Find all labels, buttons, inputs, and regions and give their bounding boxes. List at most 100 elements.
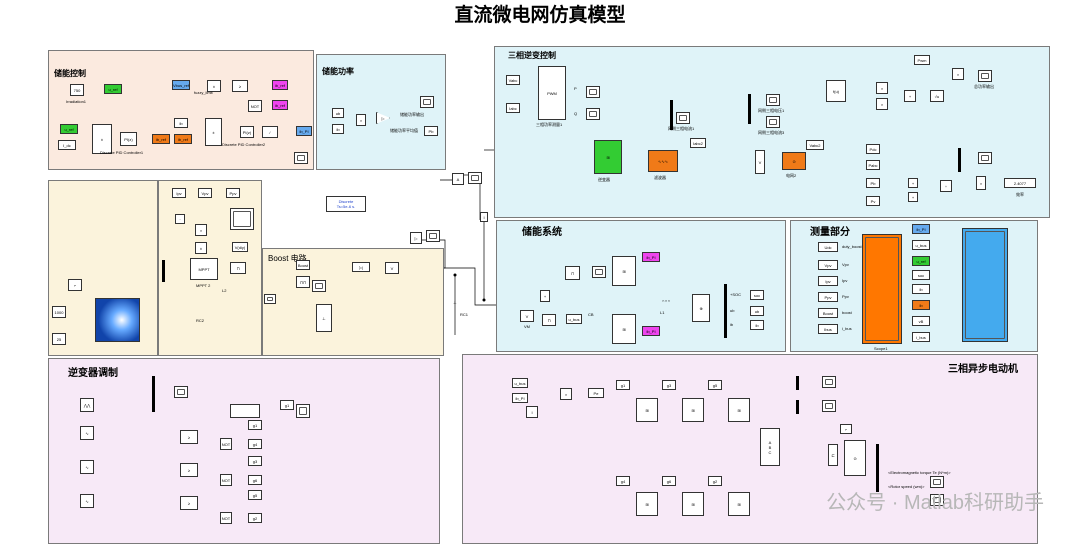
carrier-wave[interactable]: ⋀⋀ (80, 398, 94, 412)
product-pv[interactable]: × (195, 224, 207, 236)
goto-ib-pi-storage-2[interactable]: ib_PI (642, 326, 660, 336)
powergui-discrete[interactable]: Discrete Ts=5e-6 s. (326, 196, 366, 212)
sum-pw-2[interactable]: + (908, 192, 918, 202)
meas-from-soc[interactable]: soc (912, 270, 930, 280)
sum-inv[interactable]: + (904, 90, 916, 102)
scope-motor-4[interactable] (930, 494, 944, 506)
igbt-3[interactable]: ⊞ (682, 398, 704, 422)
from-vabc[interactable]: Vabc (506, 75, 520, 85)
not-block[interactable]: NOT (248, 100, 262, 112)
goto-ib-pi-storage[interactable]: ib_PI (642, 252, 660, 262)
scope-storage-power[interactable] (420, 96, 434, 108)
relational-a[interactable]: ≥ (180, 430, 198, 444)
igbt-5[interactable]: ⊞ (728, 398, 750, 422)
goto-ub[interactable]: ub (750, 306, 764, 316)
pv-array[interactable] (95, 298, 140, 342)
from-ub[interactable]: ub (332, 108, 344, 118)
motor-from-g5[interactable]: g5 (708, 380, 722, 390)
goto-vabc2[interactable]: Vabc2 (806, 140, 824, 150)
scope-boost[interactable] (312, 280, 326, 292)
measurement-scope-blue[interactable] (962, 228, 1008, 342)
igbt-2[interactable]: ⊞ (728, 492, 750, 516)
meas-from-ppv[interactable]: Ppv (818, 292, 838, 302)
meas-from-boost[interactable]: Boost (818, 308, 838, 318)
scope-q[interactable] (586, 108, 600, 120)
not-c[interactable]: NOT (220, 512, 232, 524)
meas-from-ib-ref[interactable]: ib (912, 300, 930, 310)
mppt-block[interactable]: MPPT (190, 258, 218, 280)
product-inv-3[interactable]: × (952, 68, 964, 80)
sine-c[interactable]: ∿ (80, 494, 94, 508)
gain-dc[interactable]: ▷ (410, 232, 422, 244)
motor-from-ib[interactable]: ib_PI (512, 393, 528, 403)
current-meas-1[interactable]: A (452, 173, 464, 185)
motor-from-g2[interactable]: g2 (708, 476, 722, 486)
compare-block[interactable]: ≥ (232, 80, 248, 92)
relay-block[interactable]: ⊓ (230, 262, 246, 274)
goto-g3[interactable]: g3 (248, 456, 262, 466)
from-pabc[interactable]: Pabc (866, 160, 880, 170)
three-phase-meas[interactable]: A B C (760, 428, 780, 466)
scope-pv[interactable] (230, 208, 254, 230)
not-a[interactable]: NOT (220, 438, 232, 450)
scope-grid-voltage-1[interactable] (766, 94, 780, 106)
goto-soc[interactable]: soc (750, 290, 764, 300)
boost-switch[interactable]: ⊥ (316, 304, 332, 332)
switch-upper[interactable]: ⊞ (612, 256, 636, 286)
goto-g2[interactable]: g2 (248, 513, 262, 523)
sample-block[interactable]: · (175, 214, 185, 224)
sum-block-3[interactable]: ± (205, 118, 222, 146)
pid-controller-2[interactable]: PI(z) (240, 126, 254, 138)
motor-from-g1[interactable]: g1 (616, 380, 630, 390)
from-u-ref[interactable]: u_ref (60, 124, 78, 134)
divide-block[interactable]: ÷ (940, 180, 952, 192)
meas-from-ipv[interactable]: Ipv (818, 276, 838, 286)
meas-from-u-ref[interactable]: u_ref (912, 256, 930, 266)
boost-pwm[interactable]: ⊓⊓ (296, 276, 310, 288)
from-ib[interactable]: ib (174, 118, 188, 128)
motor-from-g3[interactable]: g3 (662, 380, 676, 390)
sum-storage[interactable]: + (540, 290, 550, 302)
scope-motor-2[interactable] (822, 400, 836, 412)
igbt-4[interactable]: ⊞ (636, 492, 658, 516)
from-pdc[interactable]: Pdc (866, 144, 880, 154)
goto-ppv[interactable]: Ppv (226, 188, 240, 198)
vi-measurement[interactable]: V (755, 150, 765, 174)
goto-u-ref[interactable]: u_ref (104, 84, 122, 94)
vm-block[interactable]: V (520, 310, 534, 322)
meas-from-vpv[interactable]: Vpv (818, 260, 838, 270)
mod-subsystem[interactable] (230, 404, 260, 418)
scope-grid-current-3[interactable] (766, 116, 780, 128)
goto-mod-1[interactable]: g1 (280, 400, 294, 410)
motor-product[interactable]: × (560, 388, 572, 400)
scope-modulation[interactable] (174, 386, 188, 398)
scope-storage-control[interactable] (294, 152, 308, 164)
meas-from-i-bus[interactable]: i_bus (912, 332, 930, 342)
product-inv-2[interactable]: × (876, 98, 888, 110)
goto-pb[interactable]: Pb (424, 126, 438, 136)
from-ib-ref[interactable]: ib_ref (174, 134, 192, 144)
inverter-block[interactable]: ⊞ (594, 140, 622, 174)
not-b[interactable]: NOT (220, 474, 232, 486)
scope-power-total[interactable] (978, 152, 992, 164)
meas-from-ib[interactable]: ib (912, 284, 930, 294)
scope-storage-1[interactable] (592, 266, 606, 278)
igbt-6[interactable]: ⊞ (682, 492, 704, 516)
sqrt-block[interactable]: √u (930, 90, 944, 102)
from-ib-power[interactable]: ib (332, 124, 344, 134)
motor-from-g6[interactable]: g6 (662, 476, 676, 486)
goto-g5[interactable]: g5 (248, 490, 262, 500)
pid-controller-1[interactable]: PI(z) (120, 132, 137, 146)
goto-g1[interactable]: g1 (248, 420, 262, 430)
meas-from-ib-pi[interactable]: ib_PI (912, 224, 930, 234)
goto-boost[interactable]: Boost (296, 260, 310, 270)
motor-mux[interactable]: ⊏ (828, 444, 838, 466)
current-meas-2[interactable]: I (480, 212, 488, 222)
meas-from-ibus[interactable]: Ibus (818, 324, 838, 334)
goto-g6[interactable]: g6 (248, 475, 262, 485)
igbt-1[interactable]: ⊞ (636, 398, 658, 422)
goto-g4[interactable]: g4 (248, 439, 262, 449)
switch-lower[interactable]: ⊞ (612, 314, 636, 344)
battery-block[interactable]: ⊕ (692, 294, 710, 322)
sine-b[interactable]: ∿ (80, 460, 94, 474)
